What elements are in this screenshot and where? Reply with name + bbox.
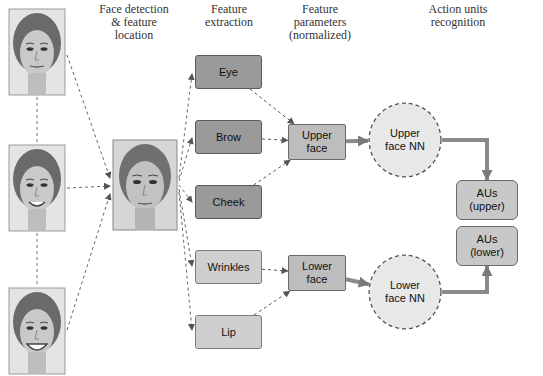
feature-box: Wrinkles <box>195 250 262 284</box>
feature-box: Brow <box>195 120 262 154</box>
feature-link <box>262 139 288 141</box>
output-box: AUs (lower) <box>456 226 518 266</box>
parameter-box: Upper face <box>288 124 346 160</box>
flow-arrow <box>346 139 368 144</box>
column-heading: Feature parameters (normalized) <box>280 3 360 43</box>
smiling-face-photo <box>9 145 65 231</box>
face-input-arrows <box>67 55 110 330</box>
broad-smile-face-photo <box>9 288 65 374</box>
feature-location-arrows <box>179 74 192 330</box>
network-ellipse: Upper face NN <box>368 102 442 178</box>
feature-box: Lip <box>195 315 262 349</box>
node-label: Lip <box>221 326 236 339</box>
feature-link <box>254 160 291 185</box>
network-ellipse: Lower face NN <box>368 254 442 330</box>
node-label: Cheek <box>213 196 245 209</box>
feature-box: Cheek <box>195 185 262 219</box>
node-label: Upper face <box>293 129 341 154</box>
feature-box: Eye <box>195 55 262 89</box>
node-label: Lower face NN <box>379 279 431 304</box>
node-label: Eye <box>219 66 238 79</box>
column-heading: Feature extraction <box>196 3 262 29</box>
node-label: Wrinkles <box>208 261 250 274</box>
output-box: AUs (upper) <box>456 180 518 220</box>
node-label: AUs (lower) <box>461 233 513 258</box>
feature-link <box>254 291 290 315</box>
flow-arrow <box>346 279 369 284</box>
node-label: AUs (upper) <box>461 187 513 212</box>
flow-arrow <box>442 266 487 292</box>
feature-link <box>250 89 294 124</box>
flow-arrow <box>442 140 487 180</box>
parameter-box: Lower face <box>288 255 346 291</box>
node-label: Lower face <box>293 260 341 285</box>
sequence-dashed-line <box>37 97 38 286</box>
column-heading: Action units recognition <box>410 3 506 29</box>
column-heading: Face detection & feature location <box>98 3 170 43</box>
detected-face-image <box>113 140 177 230</box>
node-label: Upper face NN <box>379 127 431 152</box>
feature-link <box>262 269 288 271</box>
neutral-face-photo <box>9 9 65 95</box>
node-label: Brow <box>216 131 241 144</box>
